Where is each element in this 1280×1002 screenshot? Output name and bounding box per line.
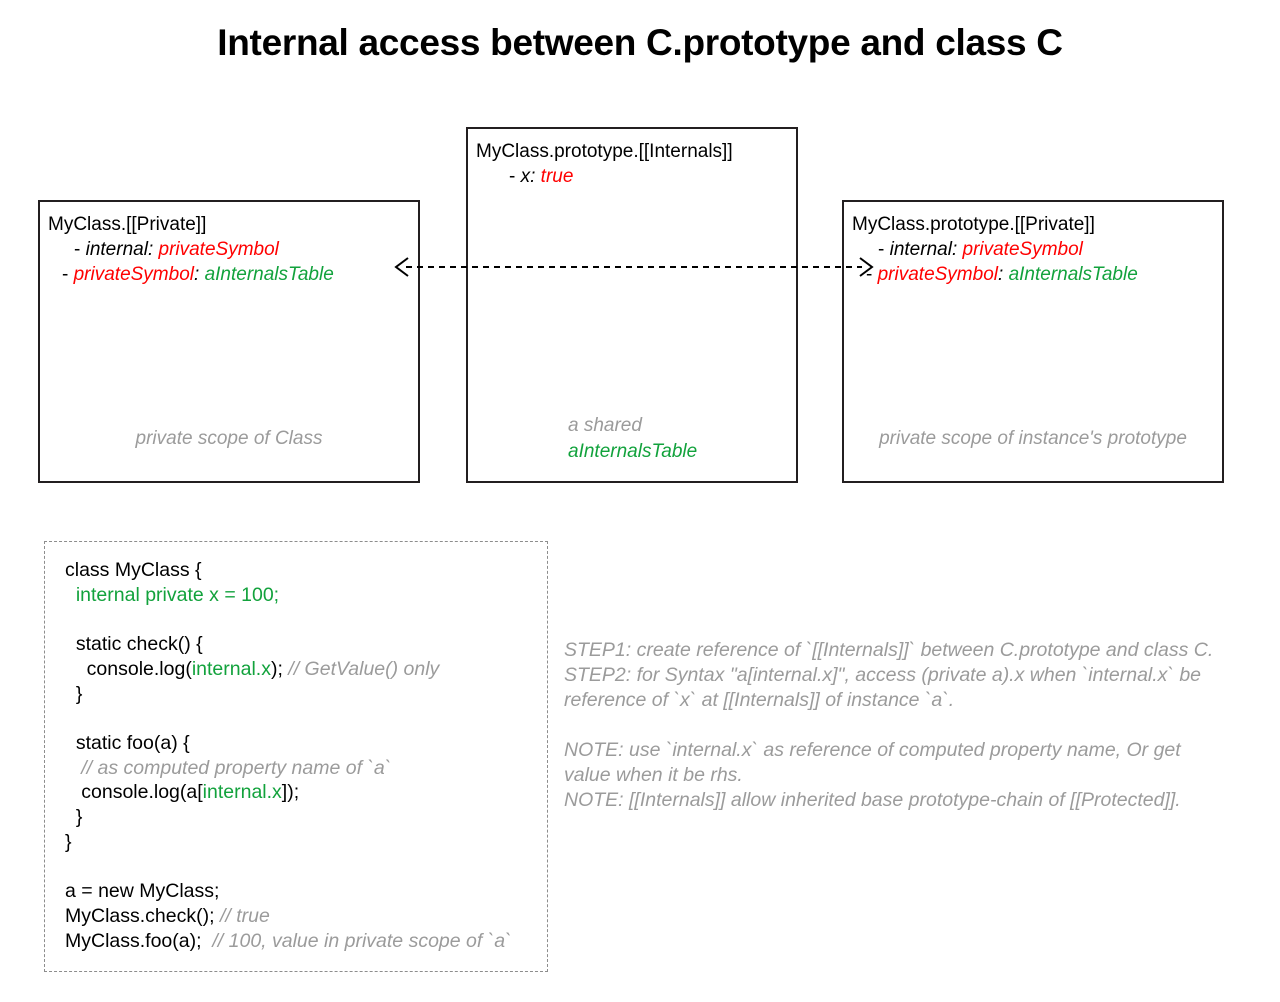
code-segment: class MyClass { (65, 559, 202, 581)
bidirectional-arrow-icon (394, 257, 874, 277)
code-segment: ); (270, 657, 289, 680)
box-mid-row-0: - x: true (509, 166, 574, 187)
code-segment: // true (219, 904, 270, 927)
code-segment: console.log( (65, 657, 192, 680)
code-segment: // 100, value in private scope of `a` (212, 929, 512, 952)
code-segment: static check() { (65, 633, 203, 656)
code-segment: internal.x (202, 781, 282, 804)
box-mid-header-text: MyClass.prototype.[[Internals]] (476, 141, 733, 162)
box-mid-body: MyClass.prototype.[[Internals]] - x: tru… (468, 129, 796, 189)
code-line: static foo(a) { (65, 731, 512, 756)
box-right-header-text: MyClass.prototype.[[Private]] (852, 214, 1095, 235)
box-mid-caption-line1: a shared (568, 415, 642, 436)
notes-panel: STEP1: create reference of `[[Internals]… (564, 638, 1254, 813)
box-class-private: MyClass.[[Private]] - internal: privateS… (38, 200, 420, 483)
code-line: // as computed property name of `a` (65, 756, 512, 781)
note-step2-a: STEP2: for Syntax "a[internal.x]", acces… (564, 664, 1202, 686)
code-segment: ]); (281, 781, 300, 804)
box-left-caption: private scope of Class (135, 428, 323, 449)
code-segment: } (65, 806, 83, 829)
box-mid-caption-line2: aInternalsTable (568, 441, 698, 462)
box-left-row-0-value: privateSymbol (158, 239, 279, 260)
code-line: a = new MyClass; (65, 879, 512, 904)
box-left-row-0-key: internal (85, 239, 148, 260)
code-segment: MyClass.foo(a); (65, 929, 213, 952)
code-block-text: class MyClass { internal private x = 100… (65, 558, 512, 953)
box-left-row-0: - internal: privateSymbol (74, 239, 279, 260)
note-1-b: value when it be rhs. (564, 764, 743, 786)
code-segment: } (65, 682, 83, 705)
note-step2-b: reference of `x` at [[Internals]] of ins… (564, 689, 955, 711)
page-title: Internal access between C.prototype and … (217, 22, 1063, 63)
code-line (65, 607, 512, 632)
box-right-row-1-key: privateSymbol (877, 264, 998, 285)
box-prototype-internals: MyClass.prototype.[[Internals]] - x: tru… (466, 127, 798, 483)
box-right-caption: private scope of instance's prototype (879, 428, 1187, 449)
box-mid-row-0-key: x (520, 166, 531, 187)
code-block-panel: class MyClass { internal private x = 100… (44, 541, 548, 972)
code-segment: // as computed property name of `a` (65, 756, 392, 779)
code-line (65, 706, 512, 731)
box-right-header: MyClass.prototype.[[Private]] (852, 212, 1222, 237)
code-segment: a = new MyClass; (65, 880, 220, 903)
code-line: } (65, 805, 512, 830)
code-segment: static foo(a) { (65, 731, 190, 754)
code-line: static check() { (65, 632, 512, 657)
note-2: NOTE: [[Internals]] allow inherited base… (564, 789, 1181, 811)
code-line: MyClass.foo(a); // 100, value in private… (65, 929, 512, 954)
box-prototype-private: MyClass.prototype.[[Private]] - internal… (842, 200, 1224, 483)
code-line: class MyClass { (65, 558, 512, 583)
code-segment: MyClass.check(); (65, 904, 220, 927)
code-segment: internal private x = 100; (65, 583, 280, 606)
code-line: MyClass.check(); // true (65, 904, 512, 929)
box-mid-row-0-value: true (540, 166, 574, 187)
code-line (65, 854, 512, 879)
code-segment: // GetValue() only (288, 657, 440, 680)
box-right-row-0: - internal: privateSymbol (878, 239, 1083, 260)
box-right-row-1-value: aInternalsTable (1008, 264, 1138, 285)
box-mid-caption: a shared aInternalsTable (568, 413, 697, 465)
box-right-row-0-key: internal (889, 239, 952, 260)
code-line: console.log(a[internal.x]); (65, 780, 512, 805)
code-line: console.log(internal.x); // GetValue() o… (65, 657, 512, 682)
note-1-a: NOTE: use `internal.x` as reference of c… (564, 739, 1181, 761)
code-line: } (65, 682, 512, 707)
box-left-row-1: - privateSymbol: aInternalsTable (62, 264, 334, 285)
box-mid-header: MyClass.prototype.[[Internals]] (476, 139, 796, 164)
code-line: } (65, 830, 512, 855)
box-right-row-1: - privateSymbol: aInternalsTable (866, 264, 1138, 285)
box-right-body: MyClass.prototype.[[Private]] - internal… (844, 202, 1222, 287)
box-left-body: MyClass.[[Private]] - internal: privateS… (40, 202, 418, 287)
code-line: internal private x = 100; (65, 583, 512, 608)
code-segment: } (65, 830, 72, 853)
box-left-header: MyClass.[[Private]] (48, 212, 418, 237)
notes-gap (564, 713, 1254, 738)
box-right-row-0-value: privateSymbol (962, 239, 1083, 260)
code-segment: console.log(a[ (65, 781, 203, 804)
box-left-row-1-value: aInternalsTable (204, 264, 334, 285)
box-left-row-1-key: privateSymbol (73, 264, 194, 285)
bidirectional-arrow (392, 255, 876, 279)
box-left-header-text: MyClass.[[Private]] (48, 214, 207, 235)
code-segment: internal.x (191, 657, 271, 680)
note-step1: STEP1: create reference of `[[Internals]… (564, 639, 1214, 661)
